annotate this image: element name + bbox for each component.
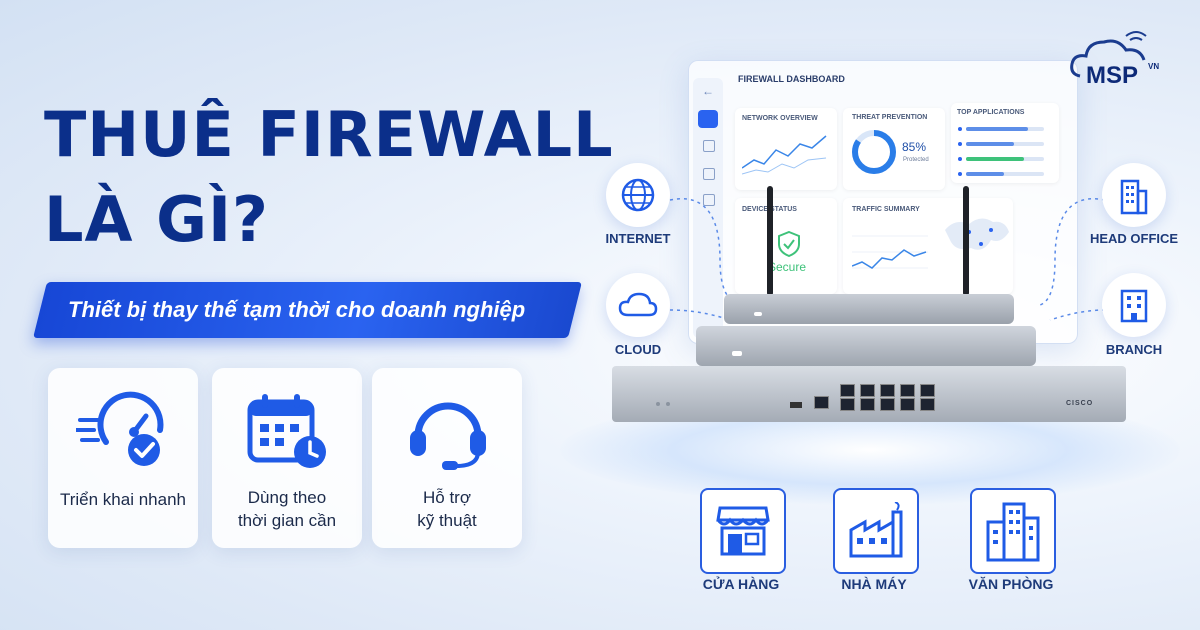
top-applications-label: TOP APPLICATIONS	[957, 109, 1025, 116]
threat-prevention-label: THREAT PREVENTION	[852, 114, 928, 121]
globe-icon	[621, 178, 655, 212]
ethernet-port	[900, 398, 915, 411]
feature-label-line2: thời gian cần	[237, 511, 337, 530]
building-icon	[1120, 289, 1148, 323]
antenna-left	[767, 186, 773, 296]
store-icon	[716, 506, 770, 556]
ethernet-port	[880, 398, 895, 411]
office-building-icon	[986, 502, 1040, 562]
firewall-device-top	[724, 294, 1014, 324]
status-led	[754, 312, 762, 316]
device-status-value: Secure	[768, 260, 807, 274]
ethernet-port	[900, 384, 915, 397]
sidebar-report-icon[interactable]	[703, 194, 715, 206]
feature-card-tech-support: Hỗ trợ kỹ thuật	[372, 368, 522, 548]
calendar-clock-icon	[247, 394, 326, 468]
indicator-dot	[666, 402, 670, 406]
sfp-port	[920, 384, 935, 397]
msp-logo-cloud	[1070, 31, 1147, 78]
page-title-line2: LÀ GÌ?	[44, 183, 269, 256]
threat-ring-chart	[852, 130, 896, 174]
internet-node	[606, 163, 670, 227]
app-bar	[966, 172, 1004, 176]
app-bar	[966, 127, 1028, 131]
feature-label-line1: Hỗ trợ	[423, 488, 471, 507]
status-led	[732, 351, 742, 356]
logo-suffix: VN	[1148, 62, 1160, 71]
app-dot	[958, 172, 962, 176]
factory-label: NHÀ MÁY	[841, 576, 907, 592]
indicator-dot	[656, 402, 660, 406]
feature-label: Triển khai nhanh	[59, 490, 186, 509]
head-office-node	[1102, 163, 1166, 227]
network-overview-panel	[735, 108, 837, 190]
app-bar	[966, 142, 1014, 146]
branch-node	[1102, 273, 1166, 337]
threat-caption: Protected	[903, 157, 929, 163]
store-card	[700, 488, 786, 574]
ethernet-port	[860, 398, 875, 411]
traffic-summary-graph	[852, 235, 928, 269]
speedometer-check-icon	[76, 391, 164, 466]
feature-label-line2: kỹ thuật	[417, 511, 477, 530]
traffic-summary-label: TRAFFIC SUMMARY	[852, 206, 920, 213]
logo-text: MSP	[1086, 62, 1139, 89]
app-bar	[966, 157, 1024, 161]
head-office-label: HEAD OFFICE	[1089, 231, 1179, 246]
page-title-line1: THUÊ FIREWALL	[44, 98, 614, 171]
firewall-device-middle	[696, 326, 1036, 366]
factory-card	[833, 488, 919, 574]
subtitle-text: Thiết bị thay thế tạm thời cho doanh ngh…	[68, 297, 526, 322]
usb-port	[790, 402, 802, 408]
sfp-port	[840, 384, 855, 397]
feature-card-flexible-time: Dùng theo thời gian cần	[212, 368, 362, 548]
ethernet-port	[880, 384, 895, 397]
dashboard-title: FIREWALL DASHBOARD	[738, 74, 845, 84]
threat-value: 85%	[902, 140, 927, 154]
sidebar-settings-icon[interactable]	[703, 168, 715, 180]
branch-label: BRANCH	[1105, 342, 1163, 357]
ethernet-port	[860, 384, 875, 397]
sidebar-shield-icon[interactable]	[703, 140, 715, 152]
cloud-node	[606, 273, 670, 337]
feature-label-line1: Dùng theo	[247, 488, 327, 507]
antenna-right	[963, 186, 969, 296]
cloud-icon	[618, 292, 658, 317]
network-overview-graph	[742, 135, 827, 175]
sfp-port	[840, 398, 855, 411]
store-label: CỬA HÀNG	[702, 576, 780, 592]
internet-label: INTERNET	[605, 231, 671, 246]
network-overview-label: NETWORK OVERVIEW	[742, 115, 818, 122]
shield-check-icon	[778, 231, 800, 257]
cloud-label: CLOUD	[614, 342, 662, 357]
console-port	[814, 396, 829, 409]
sidebar-home-icon[interactable]	[698, 110, 718, 128]
headset-icon	[410, 402, 486, 470]
building-icon	[1120, 179, 1148, 215]
feature-card-fast-deploy: Triển khai nhanh	[48, 368, 198, 548]
cisco-logo-text: CISCO	[1066, 400, 1094, 407]
sfp-port	[920, 398, 935, 411]
office-card	[970, 488, 1056, 574]
app-dot	[958, 157, 962, 161]
factory-icon	[849, 502, 903, 558]
app-dot	[958, 142, 962, 146]
back-arrow-icon[interactable]: ←	[702, 84, 714, 98]
world-map-graphic	[945, 218, 1009, 250]
app-dot	[958, 127, 962, 131]
connection-lines	[669, 198, 1106, 321]
office-label: VĂN PHÒNG	[968, 576, 1054, 592]
app-bar-track	[966, 172, 1044, 176]
